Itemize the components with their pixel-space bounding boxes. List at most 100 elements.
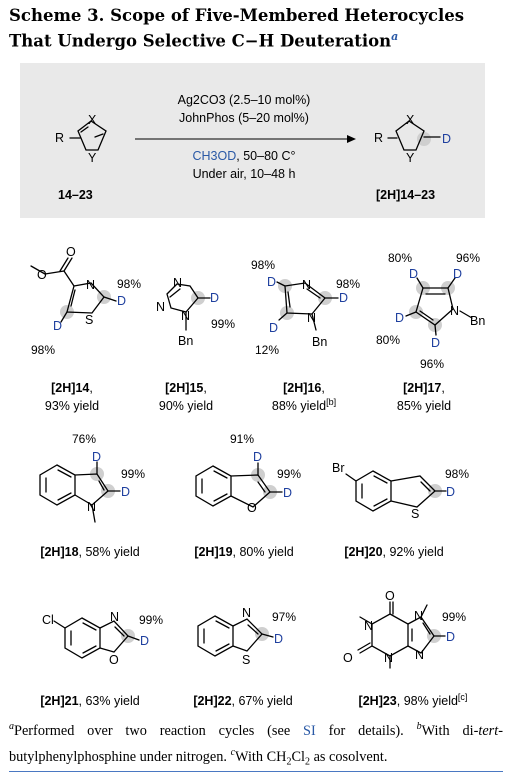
- title-footnote-marker: a: [391, 30, 399, 43]
- svg-text:D: D: [253, 450, 262, 464]
- c14-label: [2H]14,: [51, 381, 93, 395]
- compound-18-structure: N D D 76% 99%: [39, 432, 145, 523]
- c15-yield: 90% yield: [159, 399, 213, 413]
- starting-material: R X Y 14–23: [55, 113, 107, 202]
- c19-pct-1: 91%: [230, 432, 254, 446]
- reaction-scheme-figure: .bd { stroke: #000; stroke-width: 1.3; f…: [20, 63, 485, 708]
- condition-catalyst: Ag2CO3 (2.5–10 mol%): [178, 93, 311, 107]
- svg-text:S: S: [411, 507, 419, 521]
- sm-label: 14–23: [58, 188, 93, 202]
- compound-16-structure: N N Bn D D D 98% 98% 12%: [251, 258, 360, 357]
- reaction-panel: [20, 63, 485, 218]
- c17-pct-3: 80%: [376, 333, 400, 347]
- c17-yield: 85% yield: [397, 399, 451, 413]
- compound-19-structure: O D D 91% 99%: [195, 432, 301, 515]
- c20-pct: 98%: [445, 467, 469, 481]
- product-y: Y: [406, 151, 415, 165]
- product-structure: R X Y D [2H]14–23: [374, 113, 451, 202]
- condition-ligand: JohnPhos (5–20 mol%): [179, 111, 309, 125]
- c17-label: [2H]17,: [403, 381, 445, 395]
- svg-text:D: D: [283, 486, 292, 500]
- c23-pct: 99%: [442, 610, 466, 624]
- svg-text:D: D: [446, 485, 455, 499]
- svg-text:D: D: [121, 485, 130, 499]
- svg-text:O: O: [343, 651, 353, 665]
- c21-label: [2H]21, 63% yield: [40, 694, 139, 708]
- compound-22-structure: N S D 97%: [197, 606, 296, 667]
- c16-yield: 88% yield[b]: [272, 397, 336, 413]
- bottom-rule: [9, 771, 503, 772]
- svg-text:N: N: [87, 500, 96, 514]
- scheme-footnote: aPerformed over two reaction cycles (see…: [9, 721, 503, 768]
- svg-text:O: O: [37, 268, 47, 282]
- scheme-title: Scheme 3. Scope of Five-Membered Heteroc…: [9, 5, 504, 52]
- condition-solvent: CH3OD, 50–80 C°: [193, 149, 296, 163]
- svg-text:N: N: [110, 610, 119, 624]
- svg-text:O: O: [66, 245, 76, 259]
- c16-pct-1: 98%: [251, 258, 275, 272]
- svg-text:N: N: [415, 648, 424, 662]
- product-d: D: [442, 132, 451, 146]
- svg-text:N: N: [364, 619, 373, 633]
- product-label: [2H]14–23: [376, 188, 435, 202]
- c17-pct-4: 96%: [420, 357, 444, 371]
- svg-text:O: O: [247, 501, 257, 515]
- svg-text:O: O: [385, 589, 395, 603]
- svg-text:N: N: [156, 300, 165, 314]
- svg-text:D: D: [117, 294, 126, 308]
- compound-17-structure: N Bn D D D D 80% 96% 80% 96%: [376, 251, 485, 371]
- c17-pct-1: 80%: [388, 251, 412, 265]
- svg-text:D: D: [92, 450, 101, 464]
- svg-text:D: D: [269, 321, 278, 335]
- compound-20-structure: Br S D 98%: [332, 461, 469, 521]
- c23-label: [2H]23, 98% yield[c]: [359, 692, 468, 708]
- c16-pct-3: 12%: [255, 343, 279, 357]
- product-x: X: [406, 113, 415, 127]
- svg-text:D: D: [409, 267, 418, 281]
- arrow-head: [347, 135, 356, 143]
- svg-text:D: D: [453, 267, 462, 281]
- svg-text:Br: Br: [332, 461, 345, 475]
- svg-text:D: D: [431, 336, 440, 350]
- c21-pct: 99%: [139, 613, 163, 627]
- svg-text:O: O: [109, 653, 119, 667]
- c18-pct-2: 99%: [121, 467, 145, 481]
- c18-label: [2H]18, 58% yield: [40, 545, 139, 559]
- svg-text:S: S: [85, 313, 93, 327]
- svg-text:N: N: [307, 311, 316, 325]
- compound-15-structure: N N N Bn D 99%: [156, 276, 235, 348]
- c16-label: [2H]16,: [283, 381, 325, 395]
- svg-text:Bn: Bn: [470, 314, 485, 328]
- c17-pct-2: 96%: [456, 251, 480, 265]
- svg-text:N: N: [384, 651, 393, 665]
- svg-text:N: N: [173, 276, 182, 290]
- svg-text:D: D: [140, 634, 149, 648]
- svg-text:D: D: [53, 319, 62, 333]
- svg-text:N: N: [242, 606, 251, 620]
- condition-atmosphere: Under air, 10–48 h: [193, 167, 296, 181]
- c22-label: [2H]22, 67% yield: [193, 694, 292, 708]
- scheme-title-text: Scheme 3. Scope of Five-Membered Heteroc…: [9, 6, 465, 51]
- svg-text:N: N: [414, 609, 423, 623]
- c14-pct-2: 98%: [31, 343, 55, 357]
- c15-label: [2H]15,: [165, 381, 207, 395]
- c19-pct-2: 99%: [277, 467, 301, 481]
- svg-text:D: D: [210, 291, 219, 305]
- svg-text:D: D: [339, 291, 348, 305]
- c16-pct-2: 98%: [336, 277, 360, 291]
- svg-text:S: S: [242, 653, 250, 667]
- svg-text:N: N: [181, 309, 190, 323]
- product-r: R: [374, 131, 383, 145]
- sm-x: X: [88, 113, 97, 127]
- svg-text:N: N: [450, 304, 459, 318]
- svg-text:Cl: Cl: [42, 613, 54, 627]
- compound-23-structure: O N O N N N D 99%: [343, 589, 466, 669]
- si-link[interactable]: SI: [303, 722, 316, 739]
- sm-r: R: [55, 131, 64, 145]
- svg-text:N: N: [86, 278, 95, 292]
- svg-text:D: D: [274, 632, 283, 646]
- svg-text:N: N: [302, 278, 311, 292]
- c22-pct: 97%: [272, 610, 296, 624]
- svg-text:D: D: [446, 630, 455, 644]
- c14-yield: 93% yield: [45, 399, 99, 413]
